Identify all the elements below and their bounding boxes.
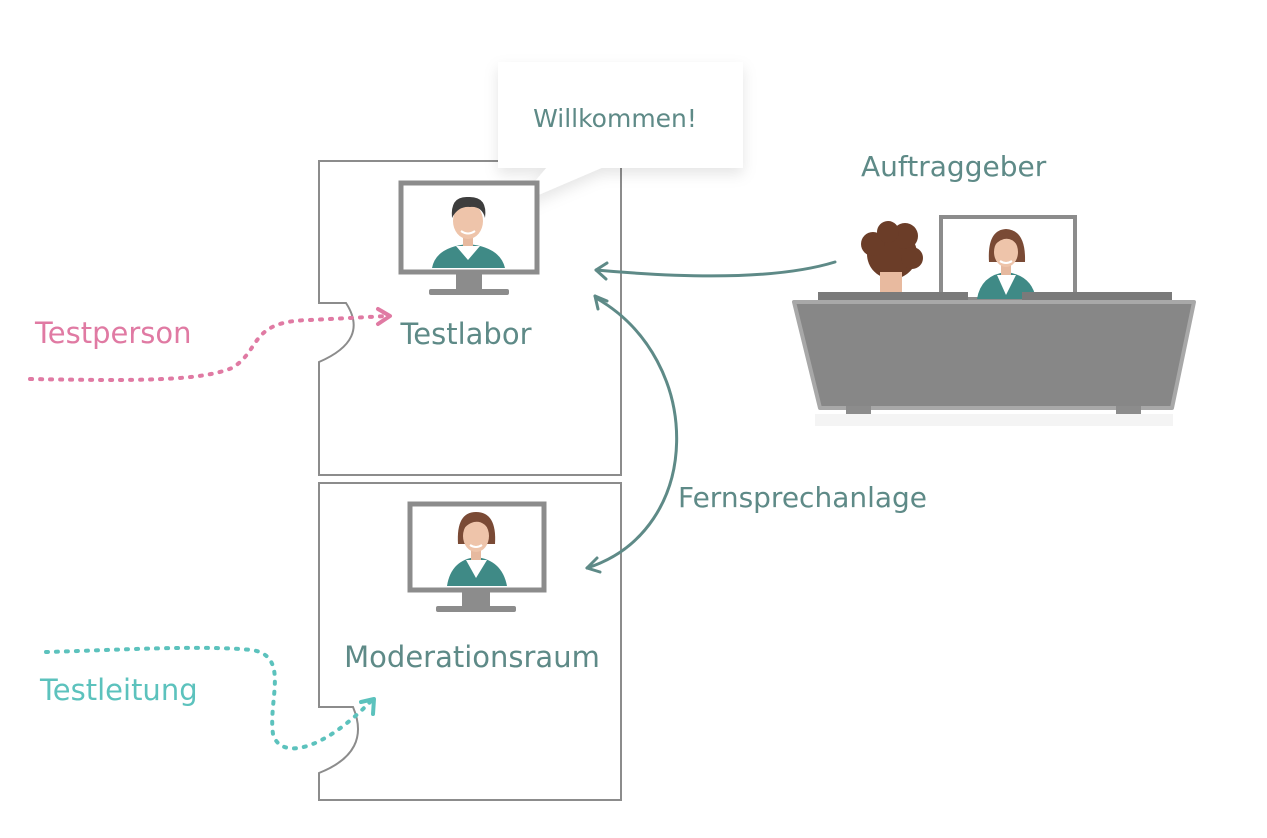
speech-bubble: [498, 62, 743, 205]
person-avatar-icon: [447, 512, 507, 586]
fernsprechanlage-arrow: [585, 294, 679, 574]
testleitung-arrow: [44, 645, 376, 751]
moderationsraum-label: Moderationsraum: [344, 640, 600, 674]
auftraggeber-label: Auftraggeber: [861, 150, 1047, 183]
auftraggeber-arrow: [594, 260, 837, 281]
testperson-arrow: [28, 307, 392, 382]
person-avatar-icon: [977, 229, 1036, 299]
testlabor-monitor-icon: [398, 180, 540, 295]
testlabor-room-outline: [318, 160, 622, 476]
fernsprechanlage-label: Fernsprechanlage: [678, 481, 927, 514]
testlabor-label: Testlabor: [399, 317, 531, 351]
auftraggeber-desk-icon: [792, 215, 1196, 426]
speech-bubble-text: Willkommen!: [533, 104, 697, 133]
person-avatar-icon: [432, 196, 505, 268]
testperson-label: Testperson: [34, 316, 192, 350]
moderationsraum-monitor-icon: [407, 501, 547, 612]
testleitung-label: Testleitung: [39, 673, 198, 707]
